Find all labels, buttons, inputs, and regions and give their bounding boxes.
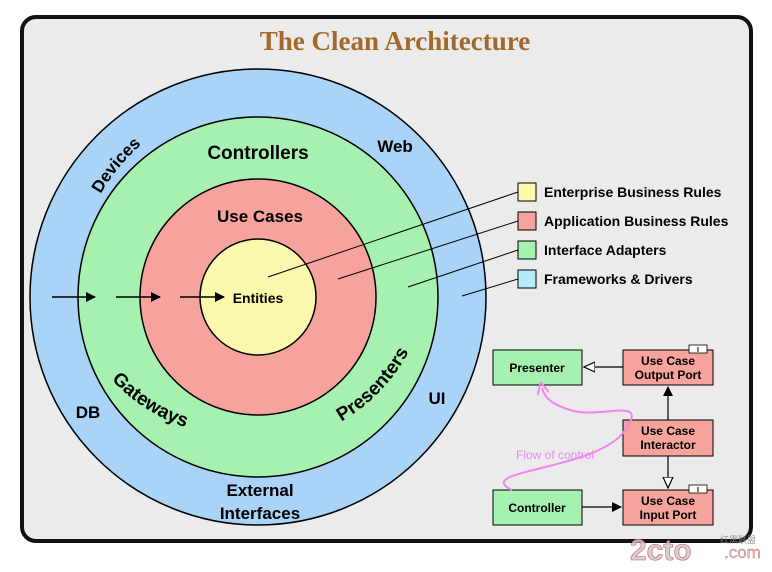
- output-port-interface-marker: I: [697, 347, 699, 354]
- diagram-title: The Clean Architecture: [260, 26, 530, 56]
- input-port-box: [622, 489, 714, 526]
- label-external: External: [226, 481, 293, 500]
- watermark-dot-com: .com: [724, 543, 761, 562]
- legend-label-enterprise: Enterprise Business Rules: [544, 184, 722, 200]
- controller-box: [492, 489, 583, 526]
- label-interfaces: Interfaces: [220, 504, 300, 523]
- legend-swatch-frameworks: [517, 269, 537, 289]
- watermark-main: 2cto: [630, 534, 692, 567]
- legend-swatch-enterprise: [517, 182, 537, 202]
- output-port-box: [622, 349, 714, 386]
- controller-label: Controller: [508, 501, 566, 515]
- flow-of-control-label: Flow of control: [516, 448, 594, 462]
- legend-leader-2: [337, 220, 519, 280]
- interactor-box: [622, 419, 714, 457]
- flow-diagram: Presenter Use Case Output Port I Use Cas…: [492, 344, 714, 526]
- label-db: DB: [76, 403, 101, 422]
- input-port-label-1: Use Case: [641, 494, 695, 508]
- legend-leader-3: [407, 249, 519, 288]
- input-port-interface-tag: [688, 484, 708, 494]
- input-port-label-2: Input Port: [640, 508, 697, 522]
- watermark: 红黑联盟 2cto .com: [630, 534, 761, 568]
- legend-label-application: Application Business Rules: [544, 213, 729, 229]
- legend-swatch-application: [517, 211, 537, 231]
- presenter-box: [492, 349, 583, 386]
- label-web: Web: [377, 137, 413, 156]
- watermark-cn: 红黑联盟: [720, 534, 756, 545]
- output-port-label-1: Use Case: [641, 354, 695, 368]
- presenter-label: Presenter: [509, 361, 565, 375]
- output-port-interface-tag: [688, 344, 708, 354]
- input-port-interface-marker: I: [697, 487, 699, 494]
- interactor-label-1: Use Case: [641, 424, 695, 438]
- label-use-cases: Use Cases: [217, 207, 303, 226]
- legend-swatch-adapters: [517, 240, 537, 260]
- legend-label-frameworks: Frameworks & Drivers: [544, 271, 693, 287]
- legend-label-adapters: Interface Adapters: [544, 242, 667, 258]
- legend: Enterprise Business Rules Application Bu…: [517, 182, 729, 289]
- legend-leader-1: [267, 191, 519, 278]
- label-ui: UI: [429, 389, 446, 408]
- interactor-label-2: Interactor: [640, 438, 696, 452]
- legend-leader-4: [461, 278, 519, 297]
- label-controllers: Controllers: [207, 143, 308, 164]
- flow-of-control-curve: [502, 388, 633, 491]
- label-entities: Entities: [233, 290, 284, 306]
- output-port-label-2: Output Port: [635, 368, 702, 382]
